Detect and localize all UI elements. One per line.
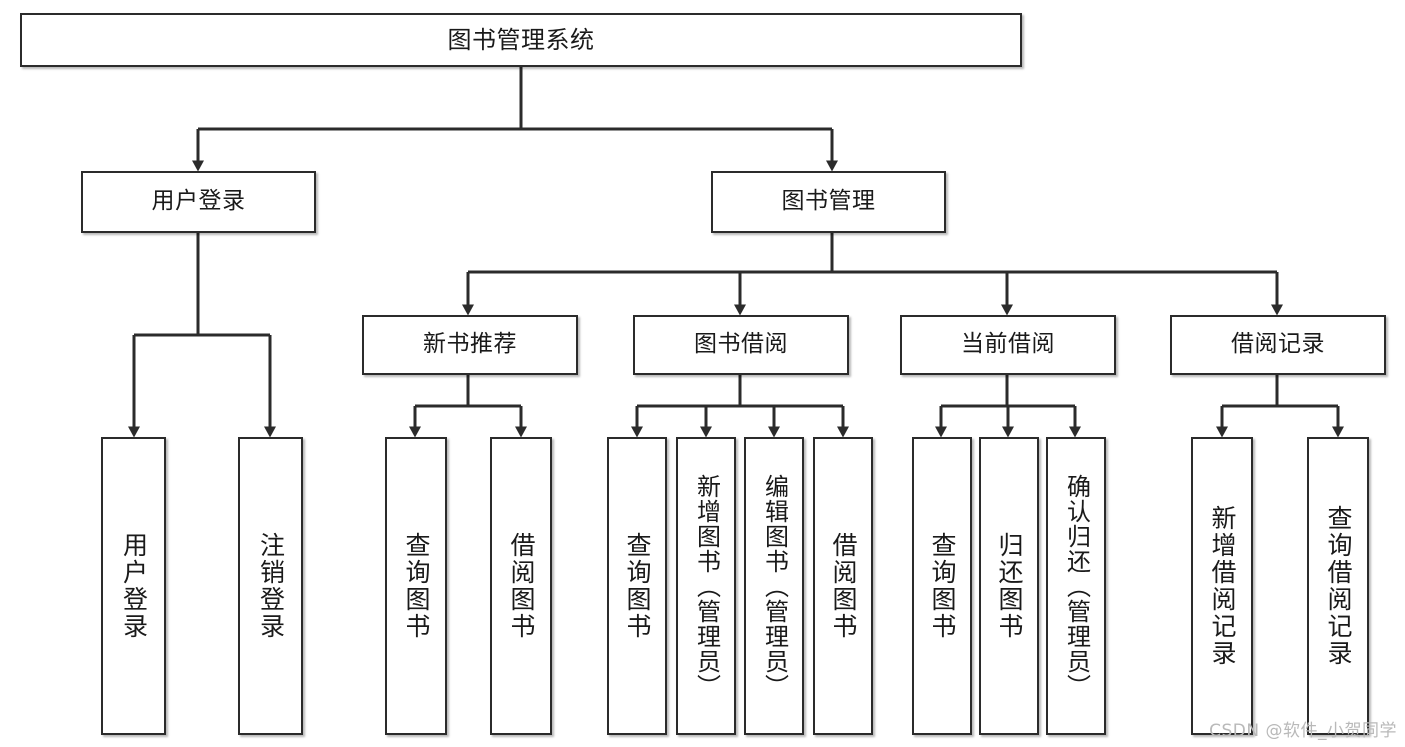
node-current-borrow-label: 当前借阅: [961, 331, 1055, 358]
node-leaf-confirm-return-label: 确认归还（管理员）: [1062, 473, 1091, 699]
node-leaf-query-book-3[interactable]: 查询图书: [912, 437, 972, 735]
node-new-book-recommend[interactable]: 新书推荐: [362, 315, 578, 375]
node-leaf-borrow-book-2[interactable]: 借阅图书: [813, 437, 873, 735]
node-leaf-logout-login-label: 注销登录: [256, 532, 286, 640]
node-leaf-query-book-3-label: 查询图书: [928, 532, 957, 640]
node-book-borrow[interactable]: 图书借阅: [633, 315, 849, 375]
node-borrow-record[interactable]: 借阅记录: [1170, 315, 1386, 375]
node-system-title[interactable]: 图书管理系统: [20, 13, 1022, 67]
node-user-login[interactable]: 用户登录: [81, 171, 316, 233]
node-leaf-edit-book[interactable]: 编辑图书（管理员）: [744, 437, 804, 735]
node-leaf-borrow-book-1[interactable]: 借阅图书: [490, 437, 552, 735]
node-leaf-query-book-2[interactable]: 查询图书: [607, 437, 667, 735]
node-leaf-add-book-label: 新增图书（管理员）: [692, 473, 721, 699]
node-borrow-record-label: 借阅记录: [1231, 331, 1325, 358]
node-leaf-edit-book-label: 编辑图书（管理员）: [760, 473, 789, 699]
node-book-borrow-label: 图书借阅: [694, 331, 788, 358]
node-leaf-return-book-label: 归还图书: [995, 532, 1024, 640]
node-leaf-user-login-label: 用户登录: [119, 532, 149, 640]
node-leaf-query-book-1-label: 查询图书: [402, 532, 431, 640]
node-leaf-confirm-return[interactable]: 确认归还（管理员）: [1046, 437, 1106, 735]
node-user-login-label: 用户登录: [151, 188, 246, 215]
csdn-watermark: CSDN @软件_小贺同学: [1209, 721, 1397, 741]
node-leaf-add-book[interactable]: 新增图书（管理员）: [676, 437, 736, 735]
node-leaf-borrow-book-1-label: 借阅图书: [507, 532, 536, 640]
node-new-book-recommend-label: 新书推荐: [423, 331, 517, 358]
node-leaf-user-login[interactable]: 用户登录: [101, 437, 166, 735]
node-leaf-query-book-1[interactable]: 查询图书: [385, 437, 447, 735]
node-leaf-query-book-2-label: 查询图书: [623, 532, 652, 640]
node-leaf-add-record[interactable]: 新增借阅记录: [1191, 437, 1253, 735]
node-leaf-return-book[interactable]: 归还图书: [979, 437, 1039, 735]
node-leaf-query-record[interactable]: 查询借阅记录: [1307, 437, 1369, 735]
node-leaf-query-record-label: 查询借阅记录: [1324, 505, 1353, 667]
node-book-management-label: 图书管理: [781, 188, 876, 215]
node-leaf-logout-login[interactable]: 注销登录: [238, 437, 303, 735]
node-system-title-label: 图书管理系统: [447, 25, 595, 54]
node-current-borrow[interactable]: 当前借阅: [900, 315, 1116, 375]
node-leaf-add-record-label: 新增借阅记录: [1208, 505, 1237, 667]
node-book-management[interactable]: 图书管理: [711, 171, 946, 233]
node-leaf-borrow-book-2-label: 借阅图书: [829, 532, 858, 640]
